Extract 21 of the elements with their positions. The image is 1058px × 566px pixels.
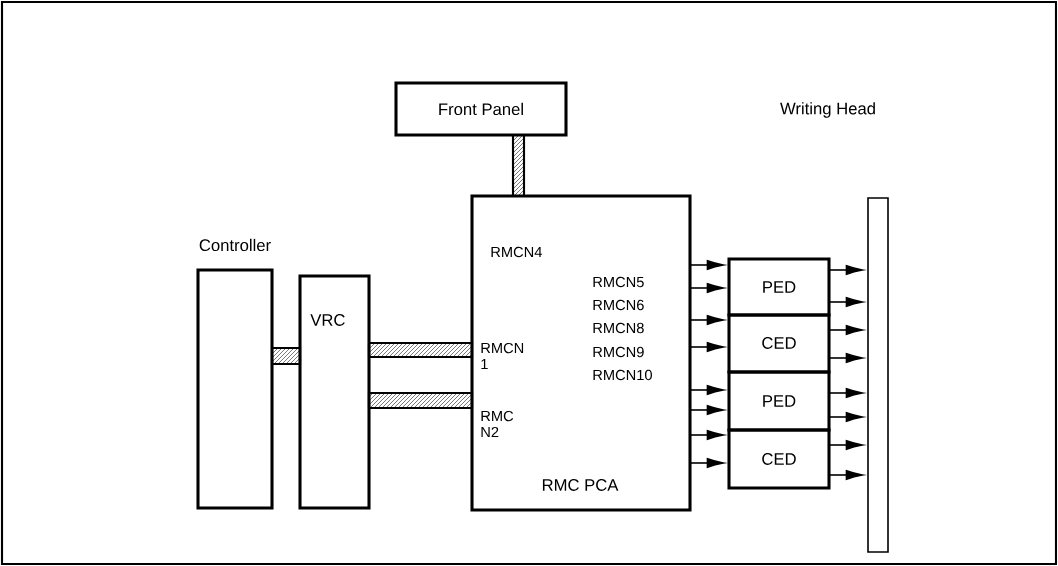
box-label: CED — [762, 337, 796, 349]
connector-label: RMCN5 — [593, 276, 644, 288]
box-label: VRC — [310, 314, 345, 326]
box-label: PED — [763, 281, 796, 293]
connector-label: RMCN6 — [593, 299, 644, 311]
hatched-bus — [367, 391, 474, 410]
heading: Controller — [199, 238, 271, 252]
box-label: PED — [763, 395, 796, 407]
hatched-bus — [270, 346, 302, 366]
connector-label: RMC N2 — [481, 410, 514, 438]
connector-label: RMCN4 — [491, 246, 542, 258]
connector-label: RMCN9 — [593, 346, 644, 358]
board-label: RMC PCA — [542, 479, 619, 491]
box-label: CED — [762, 453, 796, 465]
connector-label: RMCN 1 — [481, 342, 524, 370]
box-label: Front Panel — [439, 102, 523, 116]
connector-label: RMCN8 — [593, 322, 644, 334]
hatched-bus — [367, 341, 474, 359]
connector-label: RMCN10 — [593, 369, 652, 381]
hatched-bus — [511, 133, 526, 198]
heading: Writing Head — [780, 102, 875, 118]
